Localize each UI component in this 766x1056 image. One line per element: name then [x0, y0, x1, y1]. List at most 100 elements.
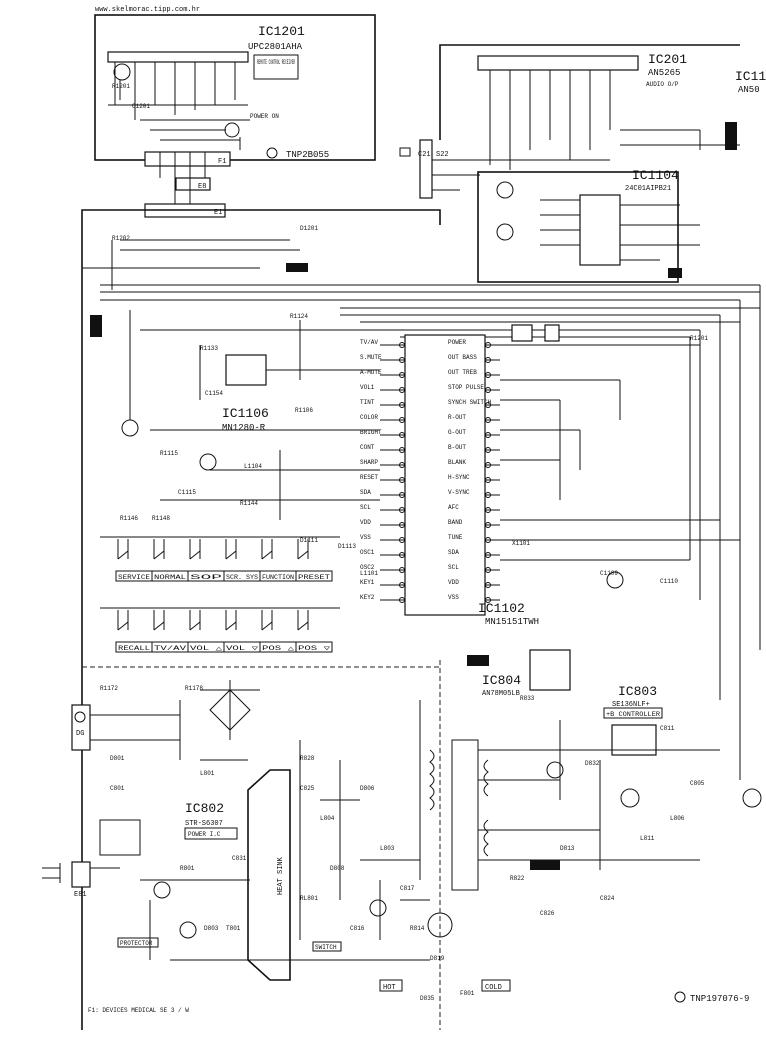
- key-label: PRESET: [298, 574, 331, 581]
- connector-dg: DG: [76, 730, 84, 738]
- remote-board-wiring: [108, 62, 250, 167]
- ic1102-pin-right: H-SYNC: [448, 474, 470, 481]
- website-url: www.skelmorac.tipp.com.hr: [95, 6, 200, 14]
- audio-black-marker: [725, 122, 737, 150]
- component-ref: D1201: [300, 225, 318, 232]
- ic1201-part: UPC2801AHA: [248, 42, 303, 52]
- component-ref: C831: [232, 855, 247, 862]
- ic1102-pin-left: TINT: [360, 399, 375, 406]
- ic1102-pin-right: STOP PULSE: [448, 384, 484, 391]
- component-ref: D1113: [338, 543, 356, 550]
- ic1102-pin-left: SHARP: [360, 459, 378, 466]
- component-ref: C817: [400, 885, 415, 892]
- ic1106-name: IC1106: [222, 406, 269, 421]
- ic1102-pin-right: G-OUT: [448, 429, 466, 436]
- ic1102-pin-left: SDA: [360, 489, 371, 496]
- isolation-divider: [82, 660, 441, 1030]
- component-ref: C801: [110, 785, 125, 792]
- key-label: SERVICE: [118, 574, 150, 581]
- ic1104-body: [579, 194, 621, 266]
- footnote: F1: DEVICES MEDICAL SE 3 / W: [88, 1007, 189, 1014]
- ic1102-pin-left: COLOR: [360, 414, 378, 421]
- component-ref: D801: [110, 755, 125, 762]
- ic1102-pin-right: BLANK: [448, 459, 466, 466]
- eeprom-black-marker: [668, 268, 682, 278]
- key-label: POS ▽: [298, 645, 331, 652]
- q1201-transistor: [224, 122, 240, 138]
- remote-receiver-box: [253, 54, 299, 80]
- ic1102-pin-left: KEY1: [360, 579, 375, 586]
- component-ref: C1110: [660, 578, 678, 585]
- component-ref: C1154: [205, 390, 223, 397]
- ic802-part: STR-S6307: [185, 820, 223, 828]
- component-ref: R1115: [160, 450, 178, 457]
- ic1102-pin-right: VDD: [448, 579, 459, 586]
- ic1102-pin-right: SYNCH SWITCH: [448, 399, 492, 406]
- key-label: VOL △: [190, 645, 223, 652]
- r-mark-bottom: [674, 991, 686, 1003]
- tnp-top-label: TNP2B055: [286, 150, 329, 160]
- component-ref: D806: [360, 785, 375, 792]
- q1112-transistor: [121, 419, 139, 437]
- component-ref: D808: [330, 865, 345, 872]
- switching-transformer: [429, 720, 720, 891]
- connector-e81: E81: [74, 891, 87, 899]
- ic1102-pin-right: BAND: [448, 519, 463, 526]
- component-ref: R801: [180, 865, 195, 872]
- ic1102-pin-right: SDA: [448, 549, 459, 556]
- component-ref: L811: [640, 835, 655, 842]
- key-label: SOP: [190, 574, 223, 581]
- ic803-desc-box: [603, 707, 663, 719]
- marker-blk-4: [530, 860, 560, 870]
- connector-c21: C21: [418, 151, 431, 159]
- ic804-part: AN78M05LB: [482, 690, 520, 698]
- ic1102-pin-left: SCL: [360, 504, 371, 511]
- mains-input: [42, 680, 260, 888]
- ic1x-part: AN50: [738, 85, 760, 95]
- protector-label: PROTECTOR: [120, 940, 153, 947]
- ic804-body: [529, 649, 571, 691]
- ic1102-pin-right: OUT TREB: [448, 369, 477, 376]
- d1201-led: [113, 63, 131, 81]
- ic802-desc-box: [184, 827, 238, 840]
- audio-wiring: [399, 70, 740, 191]
- tnp-bottom-label: TNP197076-9: [690, 994, 749, 1004]
- ic1104-name: IC1104: [632, 168, 679, 183]
- component-ref: D1111: [300, 537, 318, 544]
- component-ref: RL801: [300, 895, 318, 902]
- ic1102-pin-left: BRIGHT: [360, 429, 382, 436]
- ic802-name: IC802: [185, 801, 224, 816]
- q801b-transistor: [427, 912, 453, 938]
- ic1104-part: 24C01AIPB21: [625, 185, 671, 193]
- component-ref: R833: [520, 695, 535, 702]
- ic802-desc: POWER I.C: [188, 831, 221, 838]
- ic804-name: IC804: [482, 673, 521, 688]
- component-ref: L804: [320, 815, 335, 822]
- component-ref: R1124: [290, 313, 308, 320]
- key-label: TV/AV: [154, 645, 187, 652]
- ic1102-pin-left: OSC2: [360, 564, 375, 571]
- key-label: VOL ▽: [226, 645, 259, 652]
- power-wiring: [140, 700, 430, 961]
- q807-transistor: [179, 921, 197, 939]
- eeprom-area: [477, 171, 679, 283]
- cold-box: [481, 979, 511, 992]
- r-mark-top: [266, 147, 278, 159]
- ic1102-pin-left: TV/AV: [360, 339, 378, 346]
- component-ref: R1106: [295, 407, 313, 414]
- ic1102-pin-left: RESET: [360, 474, 378, 481]
- component-ref: C825: [300, 785, 315, 792]
- ic1106-part: MN1280-R: [222, 423, 266, 433]
- ic201-desc: AUDIO O/P: [646, 81, 679, 88]
- ic1102-pin-left: CONT: [360, 444, 375, 451]
- protector-box: [117, 937, 159, 948]
- key-label: FUNCTION: [262, 574, 294, 581]
- component-ref: L801: [200, 770, 215, 777]
- ic1102-pin-right: B-OUT: [448, 444, 466, 451]
- component-ref: R1202: [112, 235, 130, 242]
- component-ref: T801: [226, 925, 241, 932]
- ic1102-pin-left: S.MUTE: [360, 354, 382, 361]
